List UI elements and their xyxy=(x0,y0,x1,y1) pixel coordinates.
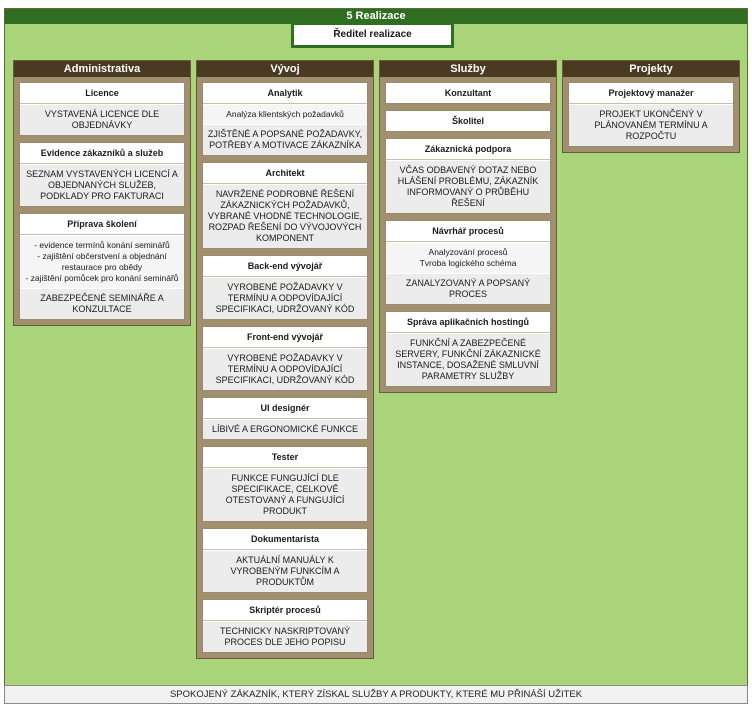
role-backend: Back-end vývojář VYROBENÉ POŽADAVKY V TE… xyxy=(202,255,368,320)
column-header: Vývoj xyxy=(197,61,373,77)
role-name: Konzultant xyxy=(386,83,550,103)
column-projekty: Projekty Projektový manažer PROJEKT UKON… xyxy=(562,60,740,153)
role-output: ZABEZPEČENÉ SEMINÁŘE A KONZULTACE xyxy=(20,288,184,319)
column-header: Administrativa xyxy=(14,61,190,77)
role-name: Back-end vývojář xyxy=(203,256,367,277)
role-output: VYSTAVENÁ LICENCE DLE OBJEDNÁVKY xyxy=(20,104,184,135)
role-name: Licence xyxy=(20,83,184,104)
column-administrativa: Administrativa Licence VYSTAVENÁ LICENCE… xyxy=(13,60,191,326)
role-output: LÍBIVÉ A ERGONOMICKÉ FUNKCE xyxy=(203,419,367,439)
role-sprava-hostingu: Správa aplikačních hostingů FUNKČNÍ A ZA… xyxy=(385,311,551,387)
role-output: TECHNICKY NASKRIPTOVANÝ PROCES DLE JEHO … xyxy=(203,621,367,652)
role-name: Skriptér procesů xyxy=(203,600,367,621)
role-skripter: Skriptér procesů TECHNICKY NASKRIPTOVANÝ… xyxy=(202,599,368,653)
role-name: Evidence zákazníků a služeb xyxy=(20,143,184,164)
role-name: Architekt xyxy=(203,163,367,184)
role-output: AKTUÁLNÍ MANUÁLY K VYROBENÝM FUNKCÍM A P… xyxy=(203,550,367,592)
role-output: PROJEKT UKONČENÝ V PLÁNOVANÉM TERMÍNU A … xyxy=(569,104,733,146)
director-box: Ředitel realizace xyxy=(291,22,454,48)
role-name: Front-end vývojář xyxy=(203,327,367,348)
role-name: Příprava školení xyxy=(20,214,184,235)
column-header: Projekty xyxy=(563,61,739,77)
footer-outcome: SPOKOJENÝ ZÁKAZNÍK, KTERÝ ZÍSKAL SLUŽBY … xyxy=(4,685,748,704)
role-name: Dokumentarista xyxy=(203,529,367,550)
role-name: Tester xyxy=(203,447,367,468)
role-frontend: Front-end vývojář VYROBENÉ POŽADAVKY V T… xyxy=(202,326,368,391)
role-licence: Licence VYSTAVENÁ LICENCE DLE OBJEDNÁVKY xyxy=(19,82,185,136)
role-dokumentarista: Dokumentarista AKTUÁLNÍ MANUÁLY K VYROBE… xyxy=(202,528,368,593)
role-zakaznicka-podpora: Zákaznická podpora VČAS ODBAVENÝ DOTAZ N… xyxy=(385,138,551,214)
role-tester: Tester FUNKCE FUNGUJÍCÍ DLE SPECIFIKACE,… xyxy=(202,446,368,522)
role-name: Návrhář procesů xyxy=(386,221,550,242)
role-priprava-skoleni: Příprava školení - evidence termínů koná… xyxy=(19,213,185,320)
role-name: UI designér xyxy=(203,398,367,419)
role-output: FUNKČNÍ A ZABEZPEČENÉ SERVERY, FUNKČNÍ Z… xyxy=(386,333,550,386)
role-konzultant: Konzultant xyxy=(385,82,551,104)
role-activities: Analýza klientských požadavků xyxy=(203,104,367,124)
column-vyvoj: Vývoj Analytik Analýza klientských požad… xyxy=(196,60,374,659)
column-sluzby: Služby Konzultant Školitel Zákaznická po… xyxy=(379,60,557,393)
role-navrhar-procesu: Návrhář procesů Analyzování procesů Tvro… xyxy=(385,220,551,305)
role-output: ZJIŠTĚNÉ A POPSANÉ POŽADAVKY, POTŘEBY A … xyxy=(203,124,367,155)
role-name: Školitel xyxy=(386,111,550,131)
diagram-title: 5 Realizace xyxy=(5,9,747,24)
role-activities: - evidence termínů konání seminářů - zaj… xyxy=(20,235,184,288)
role-activities: Analyzování procesů Tvroba logického sch… xyxy=(386,242,550,273)
role-name: Analytik xyxy=(203,83,367,104)
role-projektovy-manazer: Projektový manažer PROJEKT UKONČENÝ V PL… xyxy=(568,82,734,147)
role-output: VYROBENÉ POŽADAVKY V TERMÍNU A ODPOVÍDAJ… xyxy=(203,277,367,319)
column-header: Služby xyxy=(380,61,556,77)
role-name: Zákaznická podpora xyxy=(386,139,550,160)
role-skolitel: Školitel xyxy=(385,110,551,132)
role-output: FUNKCE FUNGUJÍCÍ DLE SPECIFIKACE, CELKOV… xyxy=(203,468,367,521)
role-evidence: Evidence zákazníků a služeb SEZNAM VYSTA… xyxy=(19,142,185,207)
role-name: Projektový manažer xyxy=(569,83,733,104)
role-analytik: Analytik Analýza klientských požadavků Z… xyxy=(202,82,368,156)
role-output: SEZNAM VYSTAVENÝCH LICENCÍ A OBJEDNANÝCH… xyxy=(20,164,184,206)
role-architekt: Architekt NAVRŽENÉ PODROBNÉ ŘEŠENÍ ZÁKAZ… xyxy=(202,162,368,249)
role-output: NAVRŽENÉ PODROBNÉ ŘEŠENÍ ZÁKAZNICKÝCH PO… xyxy=(203,184,367,248)
role-name: Správa aplikačních hostingů xyxy=(386,312,550,333)
role-output: ZANALYZOVANÝ A POPSANÝ PROCES xyxy=(386,273,550,304)
role-output: VČAS ODBAVENÝ DOTAZ NEBO HLÁŠENÍ PROBLÉM… xyxy=(386,160,550,213)
role-ui-designer: UI designér LÍBIVÉ A ERGONOMICKÉ FUNKCE xyxy=(202,397,368,440)
role-output: VYROBENÉ POŽADAVKY V TERMÍNU A ODPOVÍDAJ… xyxy=(203,348,367,390)
